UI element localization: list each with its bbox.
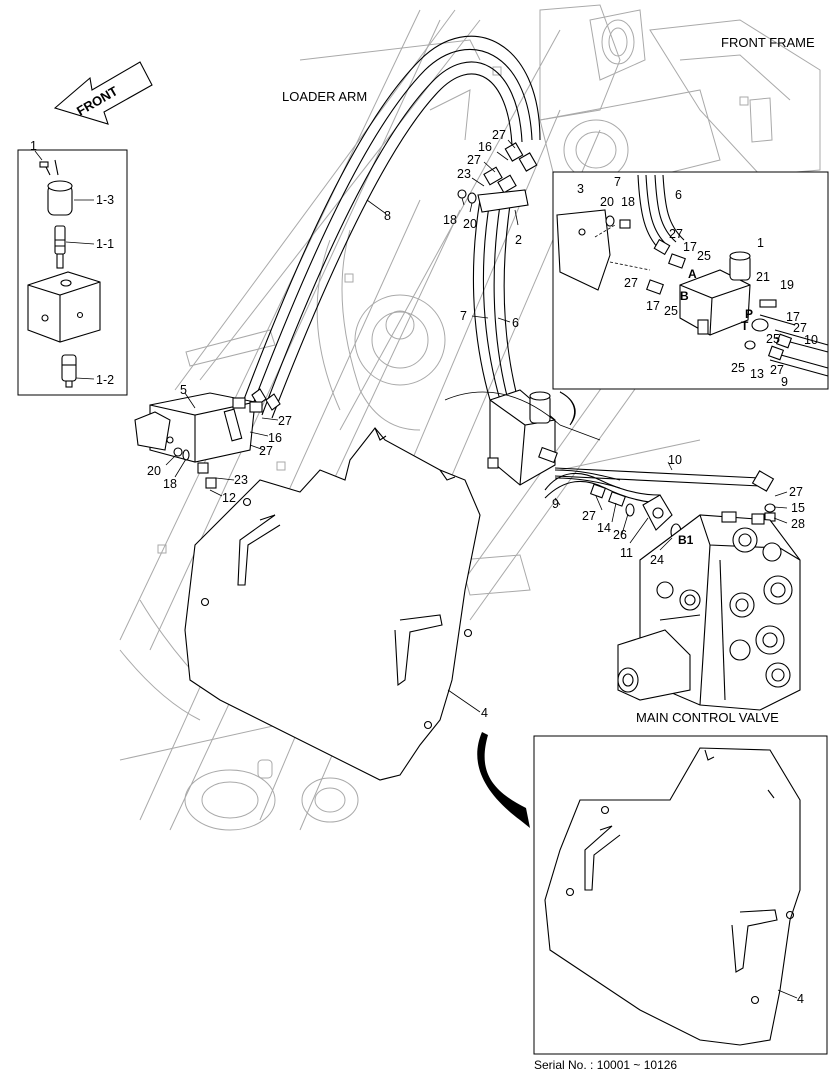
- inset-part-label-27-a: 27: [669, 227, 683, 241]
- part-label-16-left: 16: [268, 431, 282, 445]
- inset-part-label-13: 13: [750, 367, 764, 381]
- front-direction-arrow: FRONT: [53, 61, 153, 125]
- part-label-1-3: 1-3: [96, 193, 114, 207]
- part-label-11: 11: [620, 546, 633, 560]
- part-label-27-top: 27: [492, 128, 506, 142]
- part-label-23-top: 23: [457, 167, 471, 181]
- inset-port-label-b: B: [680, 289, 689, 303]
- part-label-20-left: 20: [147, 464, 161, 478]
- inset-part-label-27-b: 27: [624, 276, 638, 290]
- detail-inset-cover-plate: [533, 735, 828, 1055]
- part-label-28: 28: [791, 517, 805, 531]
- center-valve-assembly: [444, 389, 621, 489]
- inset-part-label-20: 20: [600, 195, 614, 209]
- inset-port-label-p: P: [745, 307, 753, 321]
- hose-assembly-6-7: [472, 199, 519, 401]
- port-label-b1: B1: [678, 533, 694, 547]
- part-label-1-1: 1-1: [96, 237, 114, 251]
- mcv-fittings: [589, 483, 682, 541]
- part-label-12: 12: [222, 491, 236, 505]
- part-label-20-top: 20: [463, 217, 477, 231]
- part-label-14: 14: [597, 521, 611, 535]
- hose-assembly-7-8: [239, 35, 541, 419]
- part-label-9-main: 9: [552, 497, 559, 511]
- part-label-16-top: 16: [478, 140, 492, 154]
- part-label-18-top: 18: [443, 213, 457, 227]
- inset-part-label-17-b: 17: [646, 299, 660, 313]
- inset-part-label-7: 7: [614, 175, 621, 189]
- inset-part-label-3: 3: [577, 182, 584, 196]
- part-label-18-left: 18: [163, 477, 177, 491]
- part-label-23-left: 23: [234, 473, 248, 487]
- part-label-5: 5: [180, 383, 187, 397]
- part-label-10-main: 10: [668, 453, 682, 467]
- part-label-1-inset: 1: [30, 139, 37, 153]
- inset-part-label-19: 19: [780, 278, 794, 292]
- inset-part-label-21: 21: [756, 270, 770, 284]
- pointer-arrows: [477, 391, 576, 828]
- inset-part-label-27-d: 27: [770, 363, 784, 377]
- inset-part-label-9: 9: [781, 375, 788, 389]
- area-labels: LOADER ARM FRONT FRAME MAIN CONTROL VALV…: [282, 35, 815, 725]
- valve-block-part-5: [134, 392, 263, 489]
- inset-part-label-27-c: 27: [793, 321, 807, 335]
- detail-inset-part-1: 1 1-3 1-1 1-2: [17, 139, 128, 396]
- part-label-7-main: 7: [460, 309, 467, 323]
- serial-number-note: Serial No. : 10001 ~ 10126: [534, 1058, 678, 1072]
- part-label-27-left-a: 27: [278, 414, 292, 428]
- inset-part-label-25-c: 25: [766, 332, 780, 346]
- part-label-27-mcv-left: 27: [582, 509, 596, 523]
- part-label-15: 15: [791, 501, 805, 515]
- inset-part-label-6: 6: [675, 188, 682, 202]
- inset-part-label-17-c: 17: [786, 310, 800, 324]
- leader-lines: [165, 139, 788, 713]
- inset-part-label-25-a: 25: [697, 249, 711, 263]
- detail-inset-valve-ports: [552, 171, 829, 390]
- part-label-2: 2: [515, 233, 522, 247]
- part-label-27-mid: 27: [467, 153, 481, 167]
- inset-part-label-18: 18: [621, 195, 635, 209]
- inset-part-label-25-d: 25: [731, 361, 745, 375]
- hose-10: [554, 467, 776, 522]
- inset-valve-port-labels: 3 20 18 7 6 1 27 17 25 A 27 B 17 25 21 1…: [577, 175, 818, 389]
- main-control-valve-label: MAIN CONTROL VALVE: [636, 710, 779, 725]
- part-label-27-mcv-right: 27: [789, 485, 803, 499]
- inset-port-label-t: T: [741, 319, 749, 333]
- upper-fittings: [457, 142, 538, 213]
- part-label-24: 24: [650, 553, 664, 567]
- part-label-1-2: 1-2: [96, 373, 114, 387]
- inset-part-label-17-a: 17: [683, 240, 697, 254]
- inset-part-label-10: 10: [804, 333, 818, 347]
- inset-part-label-25-b: 25: [664, 304, 678, 318]
- cover-plate-part-4: [184, 427, 481, 781]
- front-frame-label: FRONT FRAME: [721, 35, 815, 50]
- main-control-valve-body: [617, 511, 801, 711]
- part-label-6-main: 6: [512, 316, 519, 330]
- inset-part-label-1: 1: [757, 236, 764, 250]
- part-label-4-main: 4: [481, 706, 488, 720]
- inset-port-label-a: A: [688, 267, 697, 281]
- loader-arm-label: LOADER ARM: [282, 89, 367, 104]
- part-label-26: 26: [613, 528, 627, 542]
- part-label-27-left-b: 27: [259, 444, 273, 458]
- part-number-labels: 8 27 16 27 23 18 20 2 7 6 5 27 16 27 20 …: [147, 128, 805, 720]
- part-label-8: 8: [384, 209, 391, 223]
- inset-part-label-4: 4: [797, 992, 804, 1006]
